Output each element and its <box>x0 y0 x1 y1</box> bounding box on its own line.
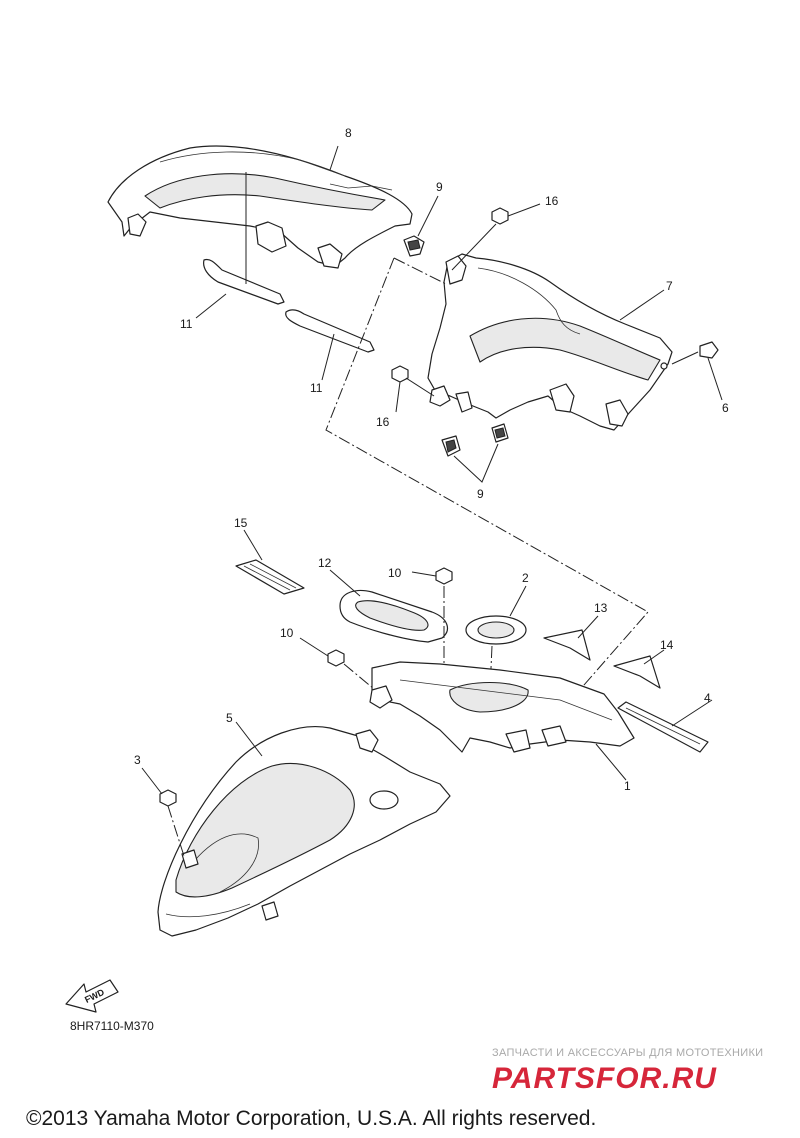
part-16-screw-lower <box>391 365 435 413</box>
part-12-seal <box>329 569 449 643</box>
callout-14: 14 <box>660 638 674 652</box>
callout-9-upper: 9 <box>436 180 443 194</box>
part-11-strip-a <box>195 258 285 319</box>
fwd-arrow-icon: FWD <box>65 979 119 1013</box>
assembly-frame-upper <box>325 257 649 727</box>
watermark: ЗАПЧАСТИ И АКСЕССУАРЫ ДЛЯ МОТОТЕХНИКИ PA… <box>492 1047 763 1095</box>
callout-11-left: 11 <box>180 317 193 331</box>
callout-10-left: 10 <box>280 626 294 640</box>
callout-16-lower: 16 <box>376 415 390 429</box>
part-7-inner-panel <box>427 253 673 431</box>
part-4-strip <box>617 699 713 753</box>
part-15-sticker <box>235 529 305 595</box>
callout-3: 3 <box>134 753 141 767</box>
part-6-rivet <box>671 341 723 401</box>
part-13-pad <box>543 615 599 661</box>
part-11-strip-b <box>285 309 375 381</box>
callout-7: 7 <box>666 279 673 293</box>
part-8-upper-cover <box>107 145 413 269</box>
callout-15: 15 <box>234 516 248 530</box>
callout-1: 1 <box>624 779 631 793</box>
callout-11-right: 11 <box>310 381 323 395</box>
callout-9-lower: 9 <box>477 487 484 501</box>
part-5-front-cowl <box>157 721 451 937</box>
copyright-notice: ©2013 Yamaha Motor Corporation, U.S.A. A… <box>26 1107 596 1130</box>
part-3-screw <box>141 767 185 857</box>
watermark-tagline: ЗАПЧАСТИ И АКСЕССУАРЫ ДЛЯ МОТОТЕХНИКИ <box>492 1047 763 1059</box>
part-2-grommet <box>465 585 527 691</box>
leader-9-lower <box>453 443 499 483</box>
callout-13: 13 <box>594 601 608 615</box>
part-9-clip-lower-b <box>491 423 509 443</box>
callout-5: 5 <box>226 711 233 725</box>
part-9-clip-lower-a <box>441 435 461 457</box>
watermark-logo: PARTSFOR.RU <box>492 1062 717 1095</box>
part-16-screw-upper <box>451 203 541 271</box>
callout-16-upper: 16 <box>545 194 559 208</box>
callout-4: 4 <box>704 691 711 705</box>
callout-12: 12 <box>318 556 332 570</box>
part-14-pad <box>613 649 665 689</box>
diagram-ref-code: 8HR7110-M370 <box>70 1019 154 1033</box>
callout-2: 2 <box>522 571 529 585</box>
callout-8: 8 <box>345 126 352 140</box>
callout-6: 6 <box>722 401 729 415</box>
part-10-bolt-left <box>299 637 381 695</box>
part-1-tray <box>369 661 635 781</box>
part-9-clip-upper <box>403 195 439 257</box>
callout-10-right: 10 <box>388 566 402 580</box>
